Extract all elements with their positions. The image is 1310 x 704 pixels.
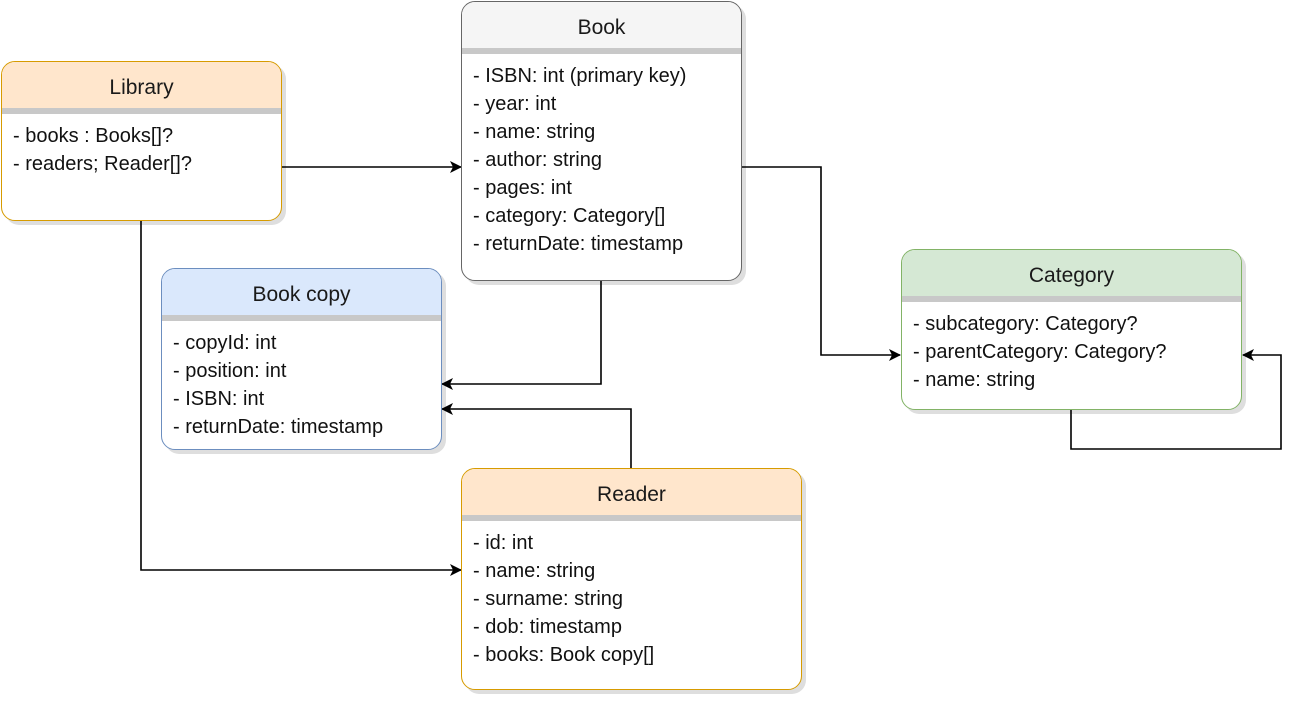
entity-library-title: Library (2, 62, 281, 114)
field-row: - readers; Reader[]? (13, 153, 192, 175)
connector-library-to-reader (140, 221, 462, 576)
entity-library-fields: - books : Books[]? - readers; Reader[]? (2, 114, 281, 178)
entity-book-copy-title: Book copy (162, 269, 441, 321)
field-row: - category: Category[] (473, 205, 666, 227)
field-row: - copyId: int (173, 332, 277, 354)
field-row: - parentCategory: Category? (913, 341, 1167, 363)
field-row: - books: Book copy[] (473, 644, 655, 666)
entity-library[interactable]: Library - books : Books[]? - readers; Re… (1, 61, 282, 221)
field-row: - name: string (473, 560, 596, 582)
field-row: - year: int (473, 93, 557, 115)
field-row: - returnDate: timestamp (173, 416, 384, 438)
field-row: - returnDate: timestamp (473, 233, 684, 255)
entity-reader-title: Reader (462, 469, 801, 521)
entity-reader[interactable]: Reader - id: int - name: string - surnam… (461, 468, 802, 690)
field-row: - pages: int (473, 177, 572, 199)
field-row: - author: string (473, 149, 602, 171)
connector-book-to-book-copy (441, 281, 602, 390)
connector-book-to-category (742, 166, 901, 361)
entity-book[interactable]: Book - ISBN: int (primary key) - year: i… (461, 1, 742, 281)
entity-category-title: Category (902, 250, 1241, 302)
field-row: - name: string (473, 121, 596, 143)
field-row: - subcategory: Category? (913, 313, 1138, 335)
entity-category-fields: - subcategory: Category? - parentCategor… (902, 302, 1241, 394)
entity-category[interactable]: Category - subcategory: Category? - pare… (901, 249, 1242, 410)
field-row: - ISBN: int (173, 388, 265, 410)
entity-book-fields: - ISBN: int (primary key) - year: int - … (462, 54, 741, 258)
connector-reader-to-book-copy (441, 403, 632, 468)
connector-category-self-reference (1070, 349, 1282, 450)
field-row: - id: int (473, 532, 534, 554)
entity-book-copy-fields: - copyId: int - position: int - ISBN: in… (162, 321, 441, 441)
field-row: - position: int (173, 360, 287, 382)
field-row: - name: string (913, 369, 1036, 391)
field-row: - dob: timestamp (473, 616, 622, 638)
field-row: - books : Books[]? (13, 125, 174, 147)
entity-book-title: Book (462, 2, 741, 54)
entity-book-copy[interactable]: Book copy - copyId: int - position: int … (161, 268, 442, 450)
entity-reader-fields: - id: int - name: string - surname: stri… (462, 521, 801, 669)
field-row: - surname: string (473, 588, 624, 610)
field-row: - ISBN: int (primary key) (473, 65, 687, 87)
